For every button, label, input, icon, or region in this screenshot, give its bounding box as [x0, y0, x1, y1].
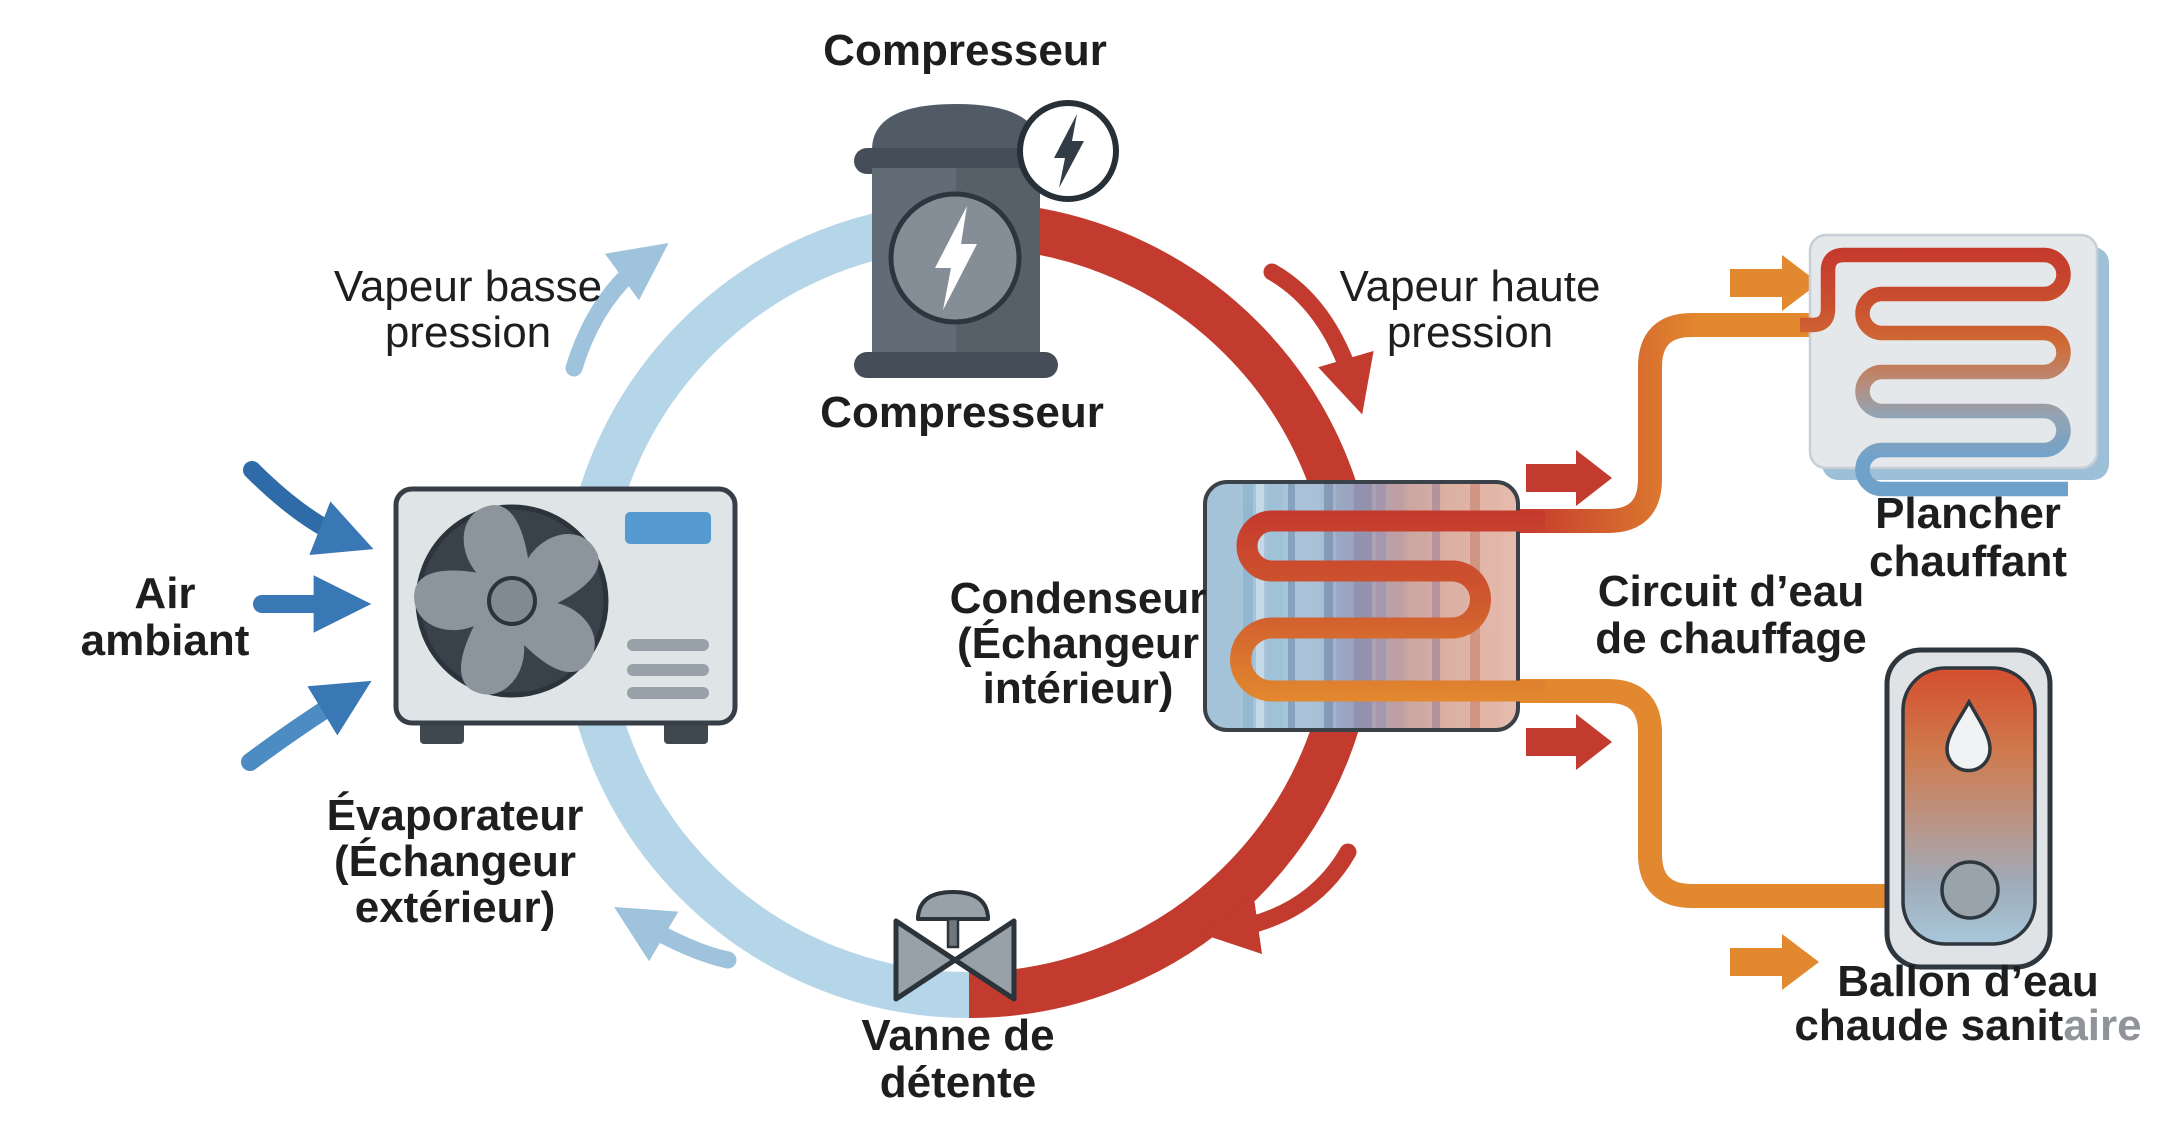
compressor-caption: Compresseur	[820, 388, 1104, 437]
hot-out-arrow-bottom-icon	[1526, 714, 1612, 770]
hot-out-arrow-top-icon	[1526, 450, 1612, 506]
flow-arrow-low-left-icon	[614, 907, 737, 969]
floor-heating-icon	[1800, 233, 2109, 497]
vapor-high-label: Vapeur haute pression	[1339, 262, 1601, 357]
lightning-bolt-icon	[935, 206, 977, 310]
flow-arrow-up-left-icon	[565, 242, 669, 377]
water-arrow-top-icon	[1730, 255, 1819, 311]
hot-water-tank-icon	[1884, 647, 2053, 970]
air-label: Air ambiant	[80, 569, 250, 665]
pipe-to-floor-heating	[1518, 313, 1835, 533]
water-tank-label: Ballon d’eau chaude sanitaire	[1794, 957, 2142, 1050]
expansion-valve-icon	[893, 890, 1017, 1002]
water-arrow-bottom-icon	[1730, 934, 1819, 990]
condenser-label: Condenseur (Échangeur intérieur)	[949, 574, 1207, 713]
droplet-icon	[1945, 698, 1992, 773]
flow-arrow-up-right-icon	[1263, 263, 1374, 415]
evaporator-label: Évaporateur (Échangeur extérieur)	[326, 791, 584, 932]
unit-display	[625, 512, 711, 544]
condenser-coil	[1230, 510, 1545, 702]
water-circuit-label: Circuit d’eau de chauffage	[1595, 567, 1867, 663]
air-arrows-icon	[241, 461, 374, 771]
evaporator-unit-icon	[393, 486, 738, 744]
condenser-exchanger-icon	[1203, 480, 1545, 732]
valve-label: Vanne de détente	[861, 1011, 1055, 1107]
floor-heating-label: Plancher chauffant	[1869, 489, 2067, 586]
compressor-title: Compresseur	[823, 26, 1107, 75]
compressor-icon	[854, 100, 1119, 378]
vapor-low-label: Vapeur basse pression	[333, 262, 603, 357]
pipe-to-water-tank	[1518, 679, 1905, 908]
flow-arrow-low-right-icon	[1200, 843, 1357, 955]
